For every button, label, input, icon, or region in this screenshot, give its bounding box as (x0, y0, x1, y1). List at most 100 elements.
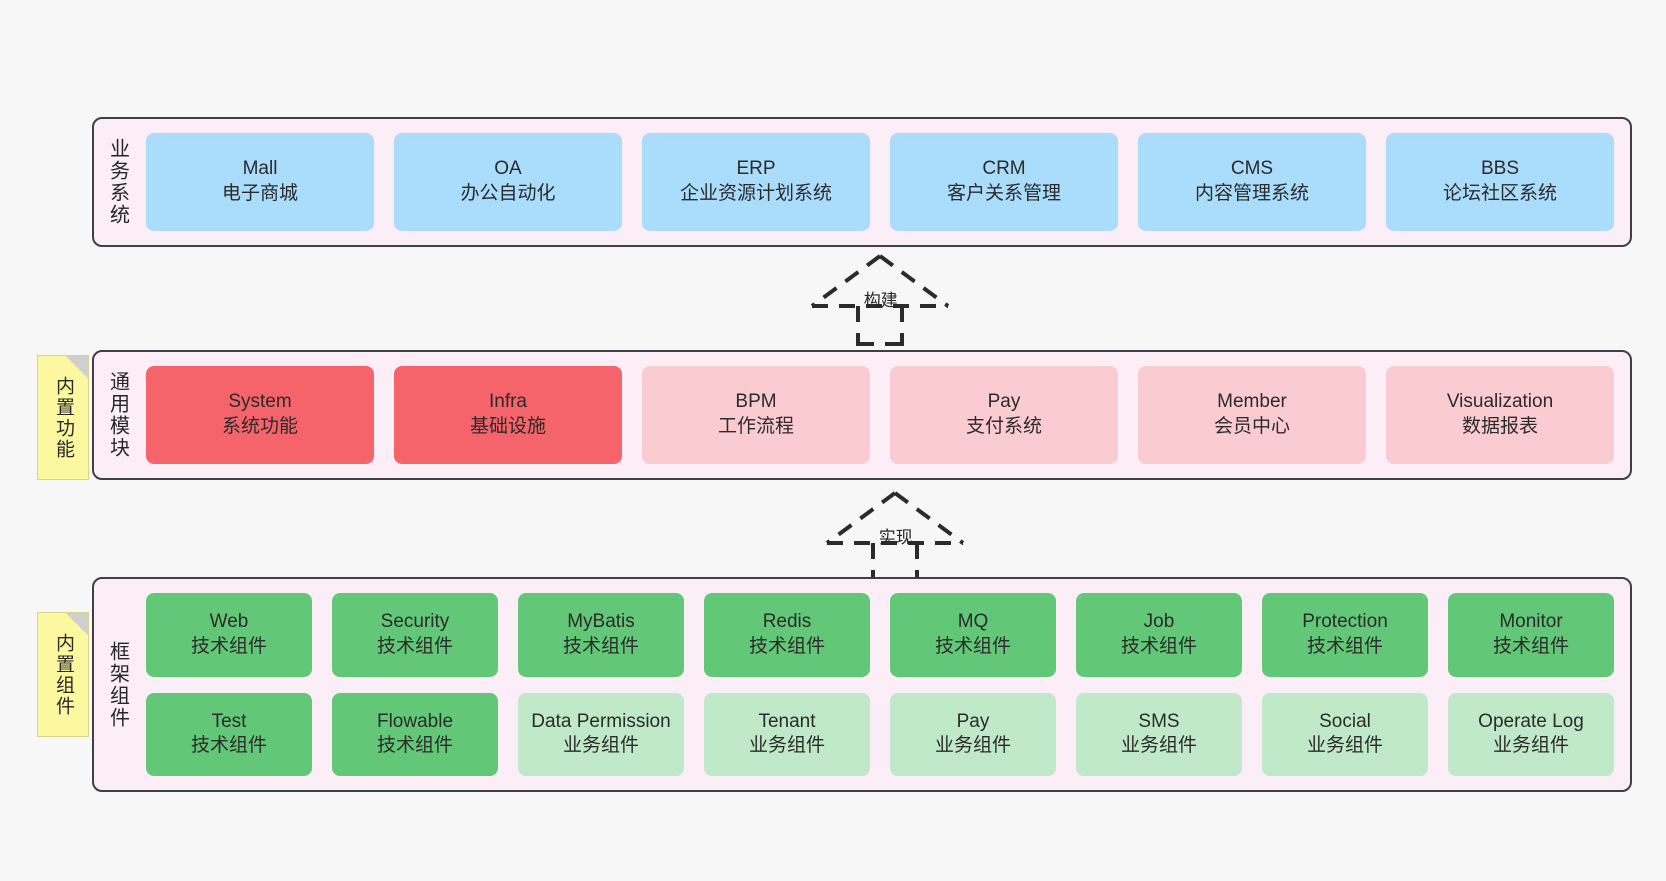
card-oa[interactable]: OA 办公自动化 (394, 133, 622, 231)
card-title: Pay (987, 391, 1021, 413)
card-subtitle: 技术组件 (934, 635, 1011, 657)
card-subtitle: 技术组件 (1306, 635, 1383, 657)
card-subtitle: 业务组件 (934, 735, 1011, 757)
card-title: BBS (1480, 158, 1520, 180)
card-title: Protection (1302, 611, 1388, 633)
layer-body-business-systems: Mall 电子商城 OA 办公自动化 ERP 企业资源计划系统 CRM 客户关系… (140, 119, 1630, 245)
card-pay[interactable]: Pay 支付系统 (890, 366, 1118, 464)
card-subtitle: 基础设施 (469, 416, 546, 437)
card-subtitle: 业务组件 (1492, 735, 1569, 757)
card-title: CMS (1230, 158, 1274, 180)
card-subtitle: 企业资源计划系统 (679, 183, 832, 204)
card-title: ERP (736, 158, 776, 180)
connector-build: 构建 (800, 250, 960, 346)
card-subtitle: 技术组件 (1120, 635, 1197, 657)
layer-common-modules: 通用模块 System 系统功能 Infra 基础设施 BPM 工作流程 Pay… (92, 350, 1632, 480)
card-title: Test (211, 710, 247, 732)
card-row: Test 技术组件 Flowable 技术组件 Data Permission … (146, 692, 1614, 776)
card-subtitle: 业务组件 (562, 735, 639, 757)
card-title: Member (1217, 391, 1287, 413)
card-title: System (228, 391, 292, 413)
card-title: Tenant (758, 710, 816, 732)
card-social[interactable]: Social 业务组件 (1262, 692, 1428, 776)
card-subtitle: 数据报表 (1461, 416, 1538, 437)
card-crm[interactable]: CRM 客户关系管理 (890, 133, 1118, 231)
card-subtitle: 技术组件 (376, 735, 453, 757)
card-erp[interactable]: ERP 企业资源计划系统 (642, 133, 870, 231)
card-protection[interactable]: Protection 技术组件 (1262, 593, 1428, 677)
generalization-arrow-icon (810, 254, 950, 346)
card-mybatis[interactable]: MyBatis 技术组件 (518, 593, 684, 677)
card-subtitle: 技术组件 (562, 635, 639, 657)
card-sms[interactable]: SMS 业务组件 (1076, 692, 1242, 776)
card-subtitle: 支付系统 (965, 416, 1042, 437)
card-title: Monitor (1499, 611, 1563, 633)
card-visualization[interactable]: Visualization 数据报表 (1386, 366, 1614, 464)
card-row: Mall 电子商城 OA 办公自动化 ERP 企业资源计划系统 CRM 客户关系… (146, 133, 1614, 231)
card-title: Job (1143, 611, 1175, 633)
card-title: Operate Log (1478, 710, 1584, 732)
card-subtitle: 技术组件 (376, 635, 453, 657)
layer-title-business-systems: 业务系统 (106, 138, 129, 226)
card-bbs[interactable]: BBS 论坛社区系统 (1386, 133, 1614, 231)
card-pay-business[interactable]: Pay 业务组件 (890, 692, 1056, 776)
card-title: OA (494, 158, 522, 180)
card-subtitle: 客户关系管理 (946, 183, 1061, 204)
card-mall[interactable]: Mall 电子商城 (146, 133, 374, 231)
card-title: Web (209, 611, 249, 633)
card-test[interactable]: Test 技术组件 (146, 692, 312, 776)
card-subtitle: 技术组件 (748, 635, 825, 657)
card-infra[interactable]: Infra 基础设施 (394, 366, 622, 464)
card-subtitle: 技术组件 (1492, 635, 1569, 657)
card-title: Pay (956, 710, 990, 732)
card-subtitle: 业务组件 (748, 735, 825, 757)
card-redis[interactable]: Redis 技术组件 (704, 593, 870, 677)
card-tenant[interactable]: Tenant 业务组件 (704, 692, 870, 776)
note-builtin-components: 内置组件 (37, 612, 89, 737)
card-row: Web 技术组件 Security 技术组件 MyBatis 技术组件 Redi… (146, 593, 1614, 677)
card-subtitle: 业务组件 (1120, 735, 1197, 757)
card-row: System 系统功能 Infra 基础设施 BPM 工作流程 Pay 支付系统… (146, 366, 1614, 464)
card-subtitle: 电子商城 (221, 183, 298, 204)
card-title: Visualization (1446, 391, 1554, 413)
card-flowable[interactable]: Flowable 技术组件 (332, 692, 498, 776)
card-title: Infra (488, 391, 528, 413)
card-subtitle: 技术组件 (190, 635, 267, 657)
card-title: Redis (762, 611, 812, 633)
card-title: CRM (982, 158, 1026, 180)
connector-label-build: 构建 (863, 291, 898, 310)
card-subtitle: 论坛社区系统 (1442, 183, 1557, 204)
card-web[interactable]: Web 技术组件 (146, 593, 312, 677)
card-title: Security (380, 611, 450, 633)
note-label: 内置组件 (52, 632, 74, 717)
card-subtitle: 工作流程 (717, 416, 794, 437)
card-system[interactable]: System 系统功能 (146, 366, 374, 464)
card-operate-log[interactable]: Operate Log 业务组件 (1448, 692, 1614, 776)
card-title: Mall (242, 158, 278, 180)
card-title: Social (1319, 710, 1371, 732)
card-mq[interactable]: MQ 技术组件 (890, 593, 1056, 677)
card-data-permission[interactable]: Data Permission 业务组件 (518, 692, 684, 776)
card-job[interactable]: Job 技术组件 (1076, 593, 1242, 677)
card-member[interactable]: Member 会员中心 (1138, 366, 1366, 464)
connector-label-implement: 实现 (878, 528, 913, 547)
card-subtitle: 业务组件 (1306, 735, 1383, 757)
layer-title-common-modules: 通用模块 (106, 371, 129, 459)
layer-business-systems: 业务系统 Mall 电子商城 OA 办公自动化 ERP 企业资源计划系统 CRM… (92, 117, 1632, 247)
card-subtitle: 内容管理系统 (1194, 183, 1309, 204)
card-title: Data Permission (531, 710, 671, 732)
note-label: 内置功能 (52, 375, 74, 460)
card-subtitle: 技术组件 (190, 735, 267, 757)
card-title: MQ (957, 611, 989, 633)
connector-implement: 实现 (815, 487, 975, 583)
card-title: SMS (1138, 710, 1180, 732)
card-bpm[interactable]: BPM 工作流程 (642, 366, 870, 464)
card-monitor[interactable]: Monitor 技术组件 (1448, 593, 1614, 677)
card-subtitle: 会员中心 (1213, 416, 1290, 437)
card-subtitle: 办公自动化 (460, 183, 556, 204)
card-security[interactable]: Security 技术组件 (332, 593, 498, 677)
card-title: BPM (735, 391, 777, 413)
card-cms[interactable]: CMS 内容管理系统 (1138, 133, 1366, 231)
note-builtin-features: 内置功能 (37, 355, 89, 480)
